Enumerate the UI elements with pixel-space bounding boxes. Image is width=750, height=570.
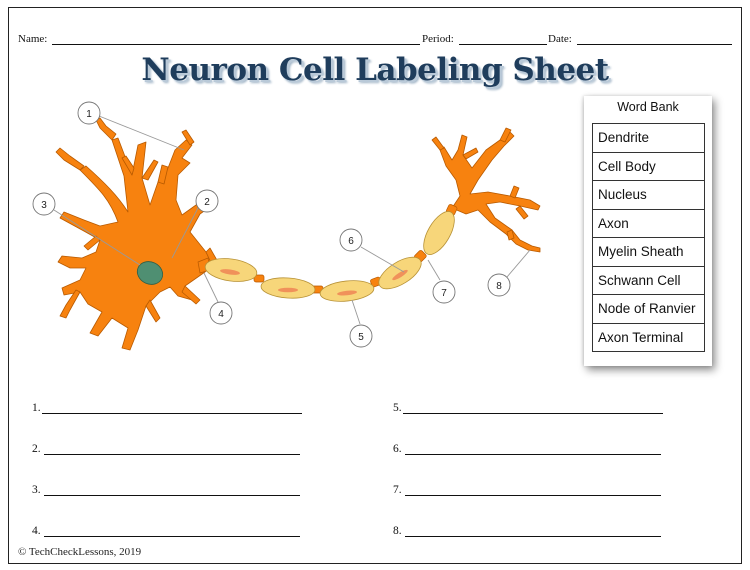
answer-2-line[interactable] — [44, 454, 300, 455]
answer-3-number: 3. — [32, 484, 41, 496]
callout-2-number: 2 — [204, 197, 210, 208]
callout-4-number: 4 — [218, 309, 224, 320]
word-bank: Word Bank Dendrite Cell Body Nucleus Axo… — [584, 96, 712, 366]
callout-8-number: 8 — [496, 281, 502, 292]
answer-5-number: 5. — [393, 402, 402, 414]
answer-7-line[interactable] — [405, 495, 661, 496]
callout-5-number: 5 — [358, 332, 364, 343]
period-label: Period: — [422, 33, 454, 45]
word-bank-table: Dendrite Cell Body Nucleus Axon Myelin S… — [592, 123, 705, 352]
callout-1 — [77, 101, 101, 125]
callout-7-number: 7 — [441, 288, 447, 299]
word-bank-item: Dendrite — [592, 123, 705, 153]
callout-4 — [209, 301, 233, 325]
callout-8 — [487, 273, 511, 297]
callout-circles — [32, 101, 511, 348]
date-line[interactable] — [577, 44, 732, 45]
answer-2-number: 2. — [32, 443, 41, 455]
name-label: Name: — [18, 33, 48, 45]
word-bank-title: Word Bank — [617, 100, 679, 114]
axon-terminal-shape — [439, 131, 541, 253]
answer-1-line[interactable] — [42, 413, 302, 414]
callout-7 — [432, 280, 456, 304]
cell-body-shape — [57, 137, 219, 351]
leader-lines — [53, 115, 531, 325]
neuron-body — [55, 117, 541, 351]
word-bank-item: Schwann Cell — [592, 265, 705, 295]
callout-3-number: 3 — [41, 200, 47, 211]
answer-3-line[interactable] — [44, 495, 300, 496]
word-bank-item: Nucleus — [592, 180, 705, 210]
callout-2 — [195, 189, 219, 213]
name-line[interactable] — [52, 44, 420, 45]
date-label: Date: — [548, 33, 572, 45]
answer-1-number: 1. — [32, 402, 41, 414]
callout-3 — [32, 192, 56, 216]
callout-5 — [349, 324, 373, 348]
answer-8-number: 8. — [393, 525, 402, 537]
callout-1-number: 1 — [86, 109, 92, 120]
copyright-notice: © TechCheckLessons, 2019 — [18, 546, 142, 558]
answer-4-number: 4. — [32, 525, 41, 537]
answer-6-line[interactable] — [405, 454, 661, 455]
answer-5-line[interactable] — [403, 413, 663, 414]
nucleus-shape — [136, 261, 164, 285]
answer-4-line[interactable] — [44, 536, 300, 537]
worksheet-border — [8, 7, 742, 564]
word-bank-item: Axon — [592, 208, 705, 238]
page-title: Neuron Cell Labeling Sheet — [141, 52, 609, 88]
answer-7-number: 7. — [393, 484, 402, 496]
answer-6-number: 6. — [393, 443, 402, 455]
callout-6 — [339, 228, 363, 252]
word-bank-item: Myelin Sheath — [592, 237, 705, 267]
callout-6-number: 6 — [348, 236, 354, 247]
word-bank-item: Node of Ranvier — [592, 294, 705, 324]
word-bank-item: Axon Terminal — [592, 322, 705, 352]
word-bank-item: Cell Body — [592, 151, 705, 181]
period-line[interactable] — [459, 44, 547, 45]
answer-8-line[interactable] — [405, 536, 661, 537]
